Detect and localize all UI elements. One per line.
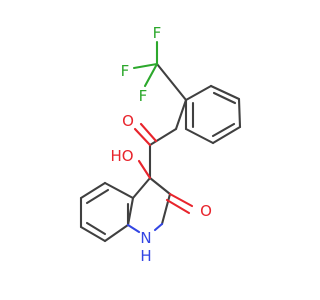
fluorine-left-label: F <box>121 62 130 80</box>
hydroxyl-label: HO <box>110 147 133 165</box>
molecule-structure: HO O O N H F F F <box>79 24 242 265</box>
bond-lines <box>79 62 242 243</box>
amide-double-bond <box>165 192 194 215</box>
amide-oxygen-label: O <box>200 202 212 220</box>
nitrogen-hydrogen-label: H <box>140 247 151 265</box>
ketone-double-bond <box>133 122 158 147</box>
nitrogen-label: N <box>140 229 151 247</box>
fluorine-top-label: F <box>153 24 162 42</box>
c-f-bonds <box>132 40 159 88</box>
fluorine-bottom-label: F <box>139 87 148 105</box>
ketone-oxygen-label: O <box>122 112 134 130</box>
c-n-bond <box>126 222 164 234</box>
c-oh-bond <box>137 159 152 180</box>
